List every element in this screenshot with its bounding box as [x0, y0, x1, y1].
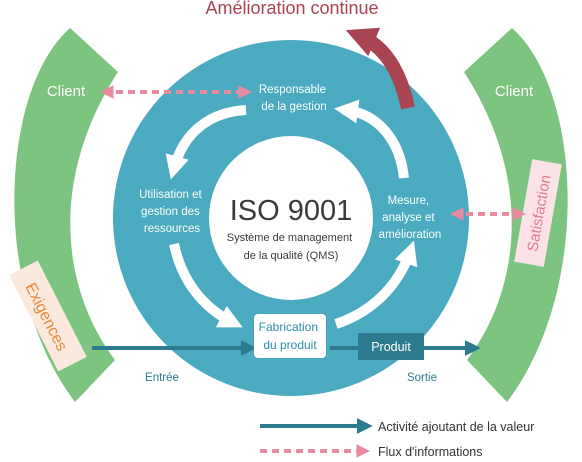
input-label: Entrée	[145, 372, 179, 384]
left-client-label: Client	[47, 83, 86, 100]
legend-info-label: Flux d'informations	[378, 445, 483, 459]
right-client-label: Client	[495, 83, 534, 100]
production-label: Fabrication du produit	[259, 320, 322, 352]
cycle-arrow-bottom-left	[169, 242, 243, 328]
qms-core	[209, 136, 373, 300]
step-top-label: Responsable de la gestion	[259, 84, 329, 113]
step-right-label: Mesure, analyse et amélioration	[379, 195, 442, 241]
product-box	[358, 333, 424, 360]
product-label: Produit	[371, 340, 411, 354]
continuous-improvement-arrow	[345, 27, 415, 110]
legend-value-label: Activité ajoutant de la valeur	[378, 420, 534, 434]
cycle-arrow-top-right	[334, 99, 409, 179]
continuous-improvement-title: Amélioration continue	[205, 0, 378, 18]
output-label: Sortie	[407, 372, 437, 384]
cycle-arrow-bottom-right	[334, 240, 418, 329]
iso-title: ISO 9001	[230, 195, 353, 227]
cycle-arrow-top-left	[165, 105, 247, 180]
production-box	[254, 314, 326, 358]
step-left-label: Utilisation et gestion des ressources	[139, 189, 205, 235]
qms-subtitle: Système de management de la qualité (QMS…	[227, 232, 355, 262]
